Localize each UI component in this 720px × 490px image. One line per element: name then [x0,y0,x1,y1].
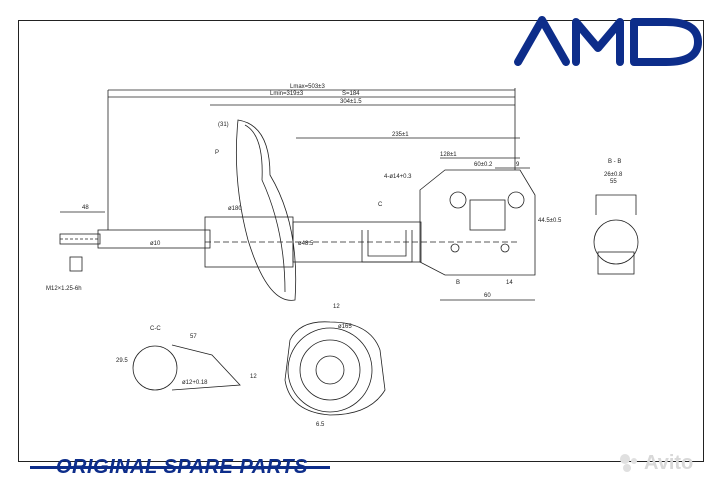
drawing-frame [18,20,704,462]
spring-seat [235,119,297,301]
dim-dia-12: ø12+0.18 [182,380,208,386]
dim-14: 14 [506,280,513,286]
dim-26: 26±0.8 [604,172,623,178]
avito-watermark: Avito [644,452,694,474]
dim-65: 6.5 [316,422,325,428]
dim-60b: 60 [484,293,491,299]
section-cc-circle [132,345,178,391]
dim-12: 12 [250,374,257,380]
dim-hole: 4-ø14+0.3 [384,174,412,180]
dim-445: 44.5±0.5 [538,218,562,224]
section-bb-label: B - B [608,159,621,165]
amd-logo [512,8,708,70]
label-p: P [215,150,219,156]
dim-stroke: S=184 [342,91,360,97]
dim-9: 9 [516,162,520,168]
dim-48: 48 [82,205,89,211]
dim-128: 128±1 [440,152,457,158]
c-bracket [361,230,413,263]
dim-dia-165: ø165 [338,324,352,330]
dim-60: 60±0.2 [474,162,493,168]
dim-235: 235±1 [392,132,409,138]
dim-dia-180: ø180 [228,206,242,212]
dim-dia-10: ø10 [150,241,161,247]
dim-lmin: Lmin=319±3 [270,91,304,97]
dim-thread: M12×1.25-6h [46,286,82,292]
dim-lmax: Lmax=503±3 [290,84,325,90]
section-cc-label: C-C [150,326,161,332]
knuckle-bracket [419,169,536,276]
footer-underline [30,466,330,469]
dim-57: 57 [190,334,197,340]
label-c: C [378,202,383,208]
dim-dia-485: ø48.5 [298,241,314,247]
dim-295: 29.5 [116,358,128,364]
dim-304: 304±1.5 [340,99,362,105]
dim-12b: 12 [333,304,340,310]
original-spare-parts-label: ORIGINAL SPARE PARTS [56,456,308,478]
dim-31: (31) [218,122,229,128]
label-b: B [456,280,460,286]
spring-seat-top-view [287,327,373,413]
nut [69,256,83,272]
section-bb-circle [593,219,639,265]
avito-logo-icon [620,454,637,472]
dim-55: 55 [610,179,617,185]
